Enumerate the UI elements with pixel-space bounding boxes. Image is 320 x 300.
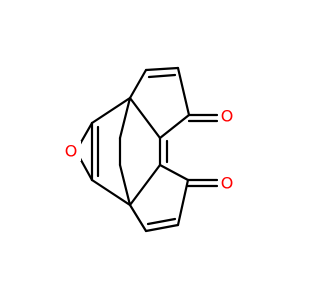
bond-lower-ring-3 xyxy=(176,178,190,227)
bond-upper-ring-2-inner xyxy=(147,73,177,79)
molecule-structure: O O O xyxy=(63,66,236,233)
bond-lower-bridge xyxy=(90,178,132,207)
atom-labels: O O O xyxy=(63,106,236,193)
bond-lower-ring-1 xyxy=(128,203,148,233)
bond-upper-ring-4 xyxy=(158,113,191,140)
bond-ethano-upper xyxy=(118,96,132,140)
lower-ketone-oxygen-mask xyxy=(218,173,236,193)
bond-set xyxy=(74,66,219,233)
bond-lower-ring-2-inner xyxy=(146,217,177,226)
bond-lower-quat-to-center xyxy=(128,163,162,207)
bond-upper-ring-2 xyxy=(144,66,180,72)
bond-upper-ring-1 xyxy=(128,68,148,100)
molecule-canvas: O O O xyxy=(63,66,236,233)
bond-ethano-lower xyxy=(118,163,132,207)
bond-upper-quat-to-center xyxy=(128,96,162,140)
upper-ketone-oxygen-mask xyxy=(218,106,236,126)
epoxide-oxygen-label: O xyxy=(65,142,78,161)
lower-ketone-oxygen-label: O xyxy=(221,174,234,193)
epoxide-oxygen-mask xyxy=(63,141,81,161)
bond-lower-ring-2 xyxy=(144,223,180,233)
bond-upper-bridge xyxy=(90,96,132,125)
upper-ketone-oxygen-label: O xyxy=(221,107,234,126)
bond-lower-ring-4 xyxy=(158,163,190,182)
bond-upper-ring-3 xyxy=(176,66,191,117)
